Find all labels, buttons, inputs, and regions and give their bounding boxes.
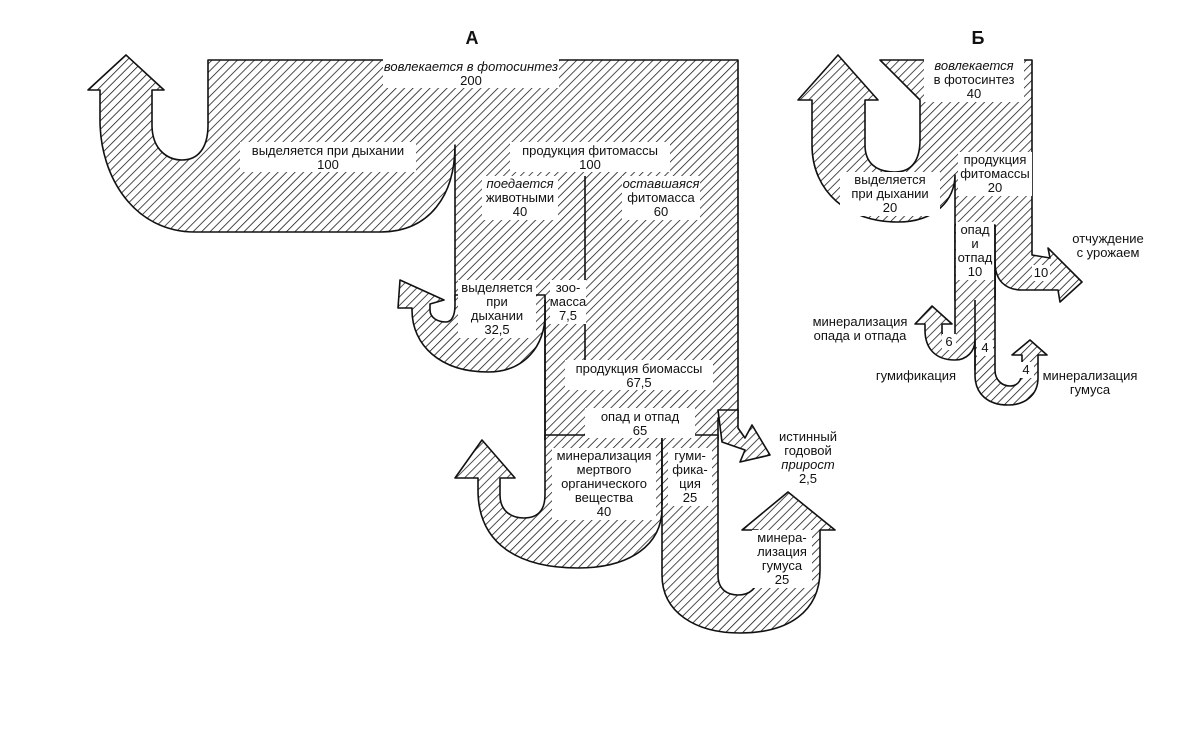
- svg-text:зоо-: зоо-: [556, 280, 581, 295]
- b-litter-mineralization-label: минерализация опада и отпада 6: [813, 314, 956, 350]
- svg-text:отчуждение: отчуждение: [1072, 231, 1144, 246]
- svg-text:65: 65: [633, 423, 647, 438]
- svg-text:гумуса: гумуса: [1070, 382, 1111, 397]
- svg-text:годовой: годовой: [784, 443, 831, 458]
- b-photosynthesis-label: вовлекается в фотосинтез 40: [924, 58, 1024, 102]
- svg-text:опад: опад: [960, 222, 989, 237]
- svg-text:лизация: лизация: [757, 544, 807, 559]
- svg-text:минерализация: минерализация: [557, 448, 652, 463]
- svg-text:фика-: фика-: [672, 462, 708, 477]
- svg-text:поедается: поедается: [486, 176, 553, 191]
- svg-text:и: и: [971, 236, 978, 251]
- svg-text:67,5: 67,5: [626, 375, 651, 390]
- svg-text:гуми-: гуми-: [674, 448, 706, 463]
- a-litter-label: опад и отпад 65: [585, 408, 695, 438]
- svg-text:продукция: продукция: [964, 152, 1027, 167]
- a-biomass-label: продукция биомассы 67,5: [565, 360, 713, 390]
- svg-text:4: 4: [981, 340, 988, 355]
- svg-text:оставшаяся: оставшаяся: [623, 176, 700, 191]
- svg-text:дыхании: дыхании: [471, 308, 523, 323]
- svg-text:40: 40: [513, 204, 527, 219]
- svg-text:прирост: прирост: [781, 457, 835, 472]
- panel-a: А вовлекается в фотосинтез 200 выделяетс…: [87, 28, 837, 634]
- a-humus-mineralization-label: минера- лизация гумуса 25: [752, 530, 812, 588]
- svg-text:20: 20: [883, 200, 897, 215]
- a-mineralization-label: минерализация мертвого органического вещ…: [552, 448, 656, 520]
- svg-text:опада и отпада: опада и отпада: [814, 328, 908, 343]
- a-annual-growth-label: истинный годовой прирост 2,5: [779, 429, 837, 486]
- svg-text:40: 40: [967, 86, 981, 101]
- svg-text:масса: масса: [550, 294, 587, 309]
- svg-text:выделяется: выделяется: [854, 172, 925, 187]
- svg-text:25: 25: [683, 490, 697, 505]
- a-humification-label: гуми- фика- ция 25: [668, 448, 712, 506]
- svg-text:4: 4: [1022, 362, 1029, 377]
- a-phytomass-label: продукция фитомассы 100: [510, 142, 670, 172]
- svg-text:выделяется: выделяется: [461, 280, 532, 295]
- b-litter-flow: [914, 224, 1048, 406]
- svg-text:7,5: 7,5: [559, 308, 577, 323]
- svg-text:32,5: 32,5: [484, 322, 509, 337]
- svg-text:гумуса: гумуса: [762, 558, 803, 573]
- svg-text:в фотосинтез: в фотосинтез: [934, 72, 1015, 87]
- svg-text:продукция биомассы: продукция биомассы: [576, 361, 703, 376]
- svg-text:25: 25: [775, 572, 789, 587]
- svg-text:6: 6: [945, 334, 952, 349]
- a-remaining-label: оставшаяся фитомасса 60: [622, 176, 700, 220]
- svg-text:100: 100: [579, 157, 601, 172]
- b-harvest-label: отчуждение с урожаем 10: [1032, 231, 1144, 281]
- svg-text:опад и отпад: опад и отпад: [601, 409, 680, 424]
- svg-text:200: 200: [460, 73, 482, 88]
- svg-text:истинный: истинный: [779, 429, 837, 444]
- svg-text:отпад: отпад: [958, 250, 993, 265]
- b-litter-label: опад и отпад 10: [956, 222, 994, 280]
- a-zoomass-label: зоо- масса 7,5: [550, 280, 587, 324]
- b-respiration-label: выделяется при дыхании 20: [840, 172, 940, 216]
- svg-text:100: 100: [317, 157, 339, 172]
- a-photosynthesis-label: вовлекается в фотосинтез 200: [383, 58, 559, 88]
- svg-text:40: 40: [597, 504, 611, 519]
- svg-text:фитомассы: фитомассы: [960, 166, 1030, 181]
- panel-b-title: Б: [972, 28, 985, 48]
- svg-text:10: 10: [1034, 265, 1048, 280]
- svg-text:животными: животными: [486, 190, 554, 205]
- svg-text:при: при: [486, 294, 508, 309]
- svg-text:вовлекается: вовлекается: [934, 58, 1013, 73]
- svg-text:при дыхании: при дыхании: [851, 186, 928, 201]
- svg-text:с урожаем: с урожаем: [1077, 245, 1140, 260]
- svg-text:10: 10: [968, 264, 982, 279]
- b-humification-label: гумификация 4: [876, 340, 993, 383]
- b-phytomass-label: продукция фитомассы 20: [958, 152, 1032, 196]
- svg-text:минера-: минера-: [757, 530, 806, 545]
- svg-text:продукция фитомассы: продукция фитомассы: [522, 143, 658, 158]
- panel-b: Б вовлекается в фотосинтез 40 выделяется…: [797, 28, 1144, 406]
- a-eaten-label: поедается животными 40: [482, 176, 558, 220]
- svg-text:ция: ция: [679, 476, 701, 491]
- a-growth-arrow: [717, 409, 771, 463]
- svg-text:20: 20: [988, 180, 1002, 195]
- svg-text:минерализация: минерализация: [813, 314, 908, 329]
- svg-text:мертвого: мертвого: [577, 462, 632, 477]
- b-humus-mineralization-label: минерализация гумуса 4: [1018, 362, 1137, 397]
- svg-text:60: 60: [654, 204, 668, 219]
- panel-a-title: А: [466, 28, 479, 48]
- svg-text:минерализация: минерализация: [1043, 368, 1138, 383]
- svg-text:выделяется при дыхании: выделяется при дыхании: [252, 143, 404, 158]
- svg-text:гумификация: гумификация: [876, 368, 956, 383]
- svg-text:органического: органического: [561, 476, 647, 491]
- svg-text:2,5: 2,5: [799, 471, 817, 486]
- svg-text:вовлекается в фотосинтез: вовлекается в фотосинтез: [384, 59, 558, 74]
- svg-text:вещества: вещества: [575, 490, 634, 505]
- a-respiration-label: выделяется при дыхании 100: [240, 142, 416, 172]
- svg-text:фитомасса: фитомасса: [627, 190, 695, 205]
- a-animal-respiration-label: выделяется при дыхании 32,5: [458, 280, 536, 338]
